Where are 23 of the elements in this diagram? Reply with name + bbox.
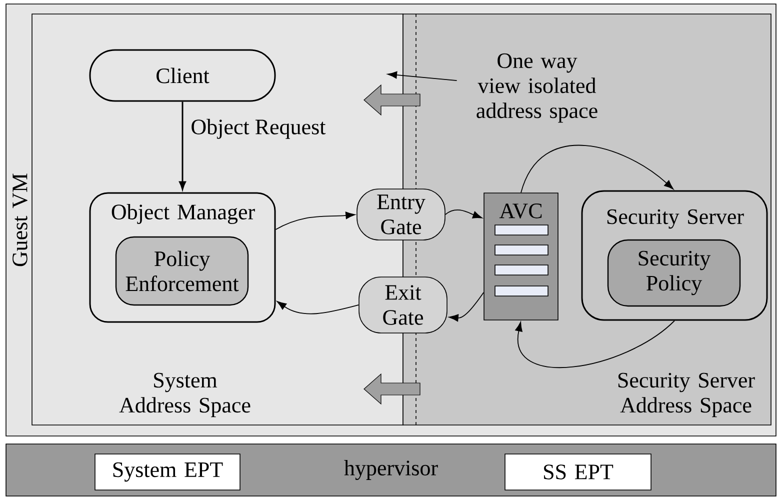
gate-box: Exit Gate	[358, 276, 448, 334]
vm-label: Guest VM	[12, 174, 28, 266]
arrow	[179, 102, 186, 190]
arrow	[448, 292, 484, 322]
box-title: Object Manager	[112, 204, 255, 224]
edge-label: Object Request	[188, 116, 328, 141]
box-title: Security Server	[607, 209, 744, 229]
terminal-box: Client	[89, 49, 276, 102]
module-box: Policy Enforcement	[115, 236, 249, 306]
callout-text: One way view isolated address space	[476, 53, 598, 123]
region-label: System Address Space	[119, 372, 250, 418]
arrow	[520, 145, 674, 194]
arrow	[276, 301, 360, 314]
module-box: Security Policy	[607, 239, 741, 307]
region-label: Security Server Address Space	[618, 372, 755, 418]
gate-box: Entry Gate	[356, 188, 446, 240]
leader-line	[387, 71, 458, 81]
arrow	[275, 212, 356, 230]
arrow	[515, 320, 675, 368]
table-box: System EPT	[94, 454, 240, 490]
arrow	[444, 210, 482, 218]
table-box: SS EPT	[504, 454, 652, 490]
box-title: AVC	[499, 204, 542, 218]
